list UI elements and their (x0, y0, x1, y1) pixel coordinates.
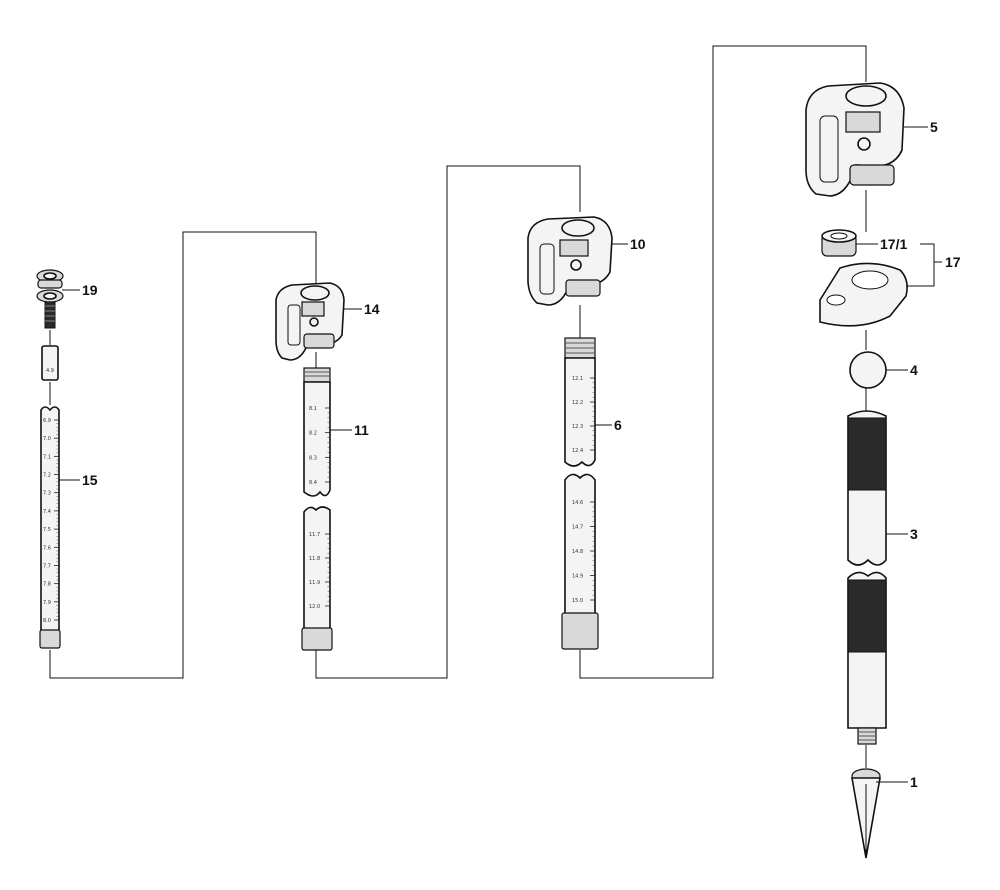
part-15-cap: 4.9 (41, 345, 59, 381)
rod15-tick-label: 7.5 (43, 527, 51, 533)
label-11: 11 (354, 422, 369, 438)
part-4-ball (849, 351, 887, 389)
rod15-tick-label: 7.0 (43, 436, 51, 442)
label-6: 6 (614, 417, 622, 433)
rod6-lower-tick-label: 14.9 (572, 574, 583, 580)
label-19: 19 (82, 282, 98, 298)
label-1: 1 (910, 774, 918, 790)
label-4: 4 (910, 362, 918, 378)
part-17-1-sleeve (821, 229, 857, 257)
part-19-screw (36, 269, 64, 329)
label-15: 15 (82, 472, 98, 488)
label-14: 14 (364, 301, 380, 317)
rod6-tick-label: 12.3 (572, 424, 583, 430)
rod15-tick-label: 7.7 (43, 563, 51, 569)
part-17-base-plate (819, 262, 908, 327)
part-number-labels: 19 15 11 14 6 10 5 17/1 17 4 3 1 (82, 119, 961, 790)
label-3: 3 (910, 526, 918, 542)
rod15-cap-mark: 4.9 (46, 368, 54, 374)
label-17: 17 (945, 254, 961, 270)
rod15-tick-label: 7.9 (43, 600, 51, 606)
rod11-lower-tick-label: 12.0 (309, 604, 320, 610)
rod6-tick-label: 12.1 (572, 376, 583, 382)
rod11-tick-label: 8.3 (309, 455, 317, 461)
part-14-clamp-head (275, 282, 345, 361)
rod11-lower-tick-label: 11.7 (309, 532, 320, 538)
part-15-rod: 6.9 7.0 7.1 7.2 7.3 7.4 7.5 7.6 7.7 7.8 7.9 8.0 (39, 406, 61, 649)
part-5-clamp-head (805, 82, 905, 197)
part-3-threaded-rod (847, 410, 887, 745)
label-17-1: 17/1 (880, 236, 907, 252)
rod11-lower-tick-label: 11.8 (309, 556, 320, 562)
rod11-tick-label: 8.1 (309, 406, 317, 412)
part-6-rod: 12.1 12.2 12.3 12.4 14.6 14.7 14.8 14.9 15.0 (561, 337, 599, 650)
rod15-tick-label: 7.4 (43, 509, 51, 515)
rod11-lower-scale: 11.7 11.8 11.9 12.0 (309, 532, 330, 610)
rod15-tick-label: 7.6 (43, 545, 51, 551)
rod15-tick-label: 7.8 (43, 582, 51, 588)
rod15-tick-label: 6.9 (43, 418, 51, 424)
label-5: 5 (930, 119, 938, 135)
part-1-spike (851, 768, 881, 859)
rod15-tick-label: 8.0 (43, 618, 51, 624)
rod6-tick-label: 12.2 (572, 400, 583, 406)
rod6-lower-scale: 14.6 14.7 14.8 14.9 15.0 (572, 500, 595, 604)
part-10-clamp-head (527, 216, 613, 306)
rod11-tick-label: 8.2 (309, 431, 317, 437)
leader-lines (59, 126, 942, 783)
rod6-lower-tick-label: 14.6 (572, 500, 583, 506)
rod11-tick-label: 8.4 (309, 480, 317, 486)
rod6-lower-tick-label: 14.7 (572, 525, 583, 531)
assembly-connector-lines (49, 45, 867, 768)
label-10: 10 (630, 236, 646, 252)
rod6-lower-tick-label: 14.8 (572, 549, 583, 555)
rod15-tick-label: 7.2 (43, 473, 51, 479)
rod11-lower-tick-label: 11.9 (309, 580, 320, 586)
part-11-rod: 8.1 8.2 8.3 8.4 11.7 11.8 11.9 12.0 (301, 367, 333, 651)
rod15-tick-label: 7.3 (43, 491, 51, 497)
rod6-tick-label: 12.4 (572, 448, 583, 454)
rod15-tick-label: 7.1 (43, 454, 51, 460)
rod6-lower-tick-label: 15.0 (572, 598, 583, 604)
